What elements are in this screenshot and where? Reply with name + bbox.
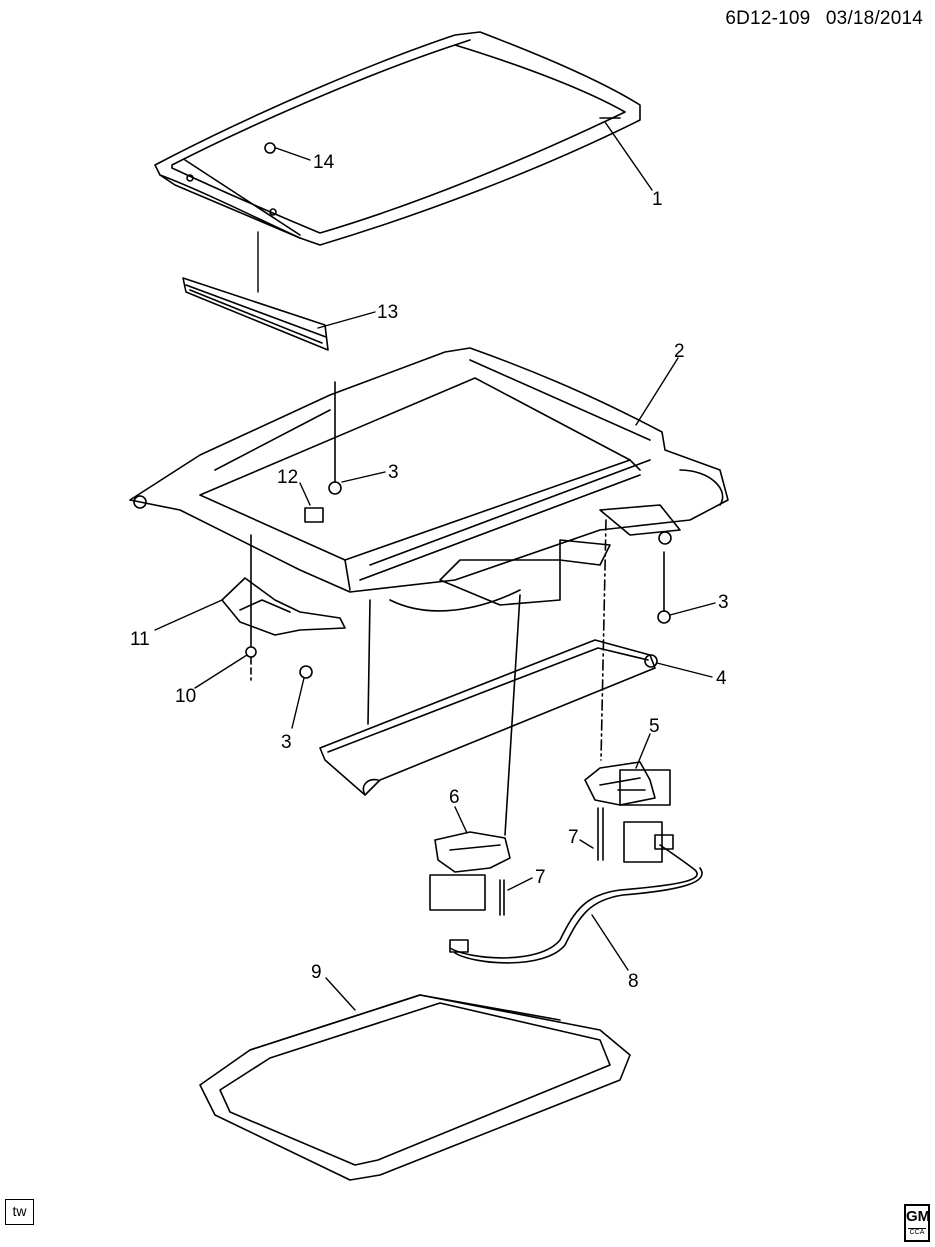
callout-1: 1 [652,189,663,210]
part-6-shade-motor [434,594,521,873]
tw-label-box: tw [5,1199,34,1225]
part-7-bolt-right [597,519,607,861]
part-5-drive-motor [584,761,671,806]
screw-3-bottom [299,665,313,679]
callout-13: 13 [377,302,398,323]
callout-3-bottom: 3 [281,732,292,753]
callout-10: 10 [175,686,196,707]
callout-4: 4 [716,668,727,689]
callout-5: 5 [649,716,660,737]
screw-3-right [657,551,671,624]
gm-logo-subtext: CCA [908,1228,926,1236]
part-8-wire-harness [429,821,703,964]
callout-11: 11 [130,629,150,650]
callout-3-top: 3 [388,462,399,483]
part-7-bolt-left [499,879,505,916]
diagram-code: 6D12-109 [725,8,811,29]
part-2-sunroof-frame [129,347,729,612]
part-10-nut [245,534,257,681]
part-13-wind-deflector [182,277,329,351]
callout-14: 14 [313,152,335,173]
screw-3-top [328,381,342,495]
part-9-housing-frame [199,994,631,1181]
leader-lines [154,121,716,1011]
part-1-glass-panel [154,31,641,246]
callout-2: 2 [674,341,685,362]
part-4-sunshade [319,599,658,796]
callout-9: 9 [311,962,322,983]
gm-logo: GM CCA [904,1204,930,1242]
diagram-date: 03/18/2014 [825,8,923,29]
callout-7-left: 7 [535,867,546,888]
part-11-bracket [221,577,346,636]
diagram-header: 6D12-109 03/18/2014 [715,8,923,30]
gm-logo-text: GM [906,1208,931,1225]
callout-labels: 14 1 13 2 12 3 3 11 10 3 4 5 6 7 7 8 9 [130,152,729,992]
callout-7-right: 7 [568,827,579,848]
callout-12: 12 [277,467,298,488]
callout-3-right: 3 [718,592,729,613]
callout-8: 8 [628,971,639,992]
callout-6: 6 [449,787,460,808]
